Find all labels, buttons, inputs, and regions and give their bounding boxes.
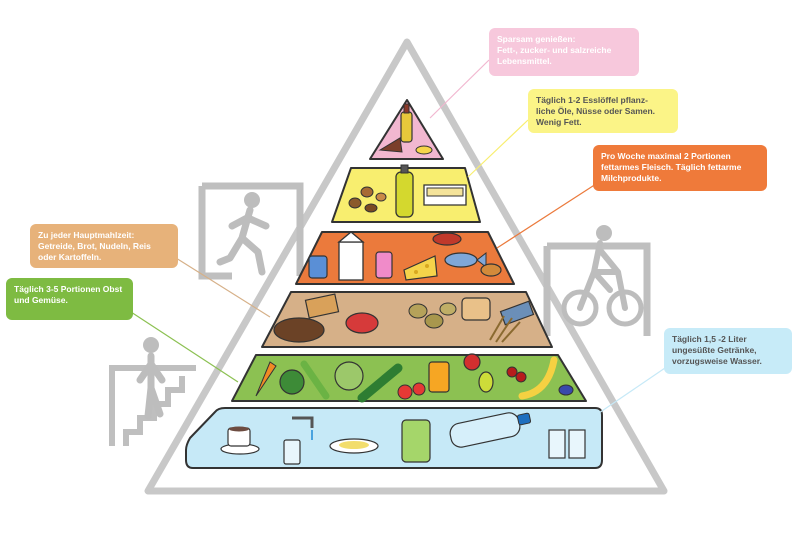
water-tap-icon xyxy=(283,416,314,465)
callout-fruit-veg-line: Täglich 3-5 Portionen Obst xyxy=(14,284,123,294)
drink-cup-icon xyxy=(375,251,393,279)
callout-drinks-line: ungesüßte Getränke, xyxy=(672,345,757,356)
callout-meat-dairy: Pro Woche maximal 2 Portionen fettarmes … xyxy=(593,145,767,191)
callout-oils-line: liche Öle, Nüsse oder Samen. xyxy=(536,106,656,117)
cake-slice-icon xyxy=(378,137,403,153)
callout-drinks-line: vorzugsweise Wasser. xyxy=(672,356,762,367)
cyclist-icon xyxy=(543,225,651,336)
callout-grains-line: Zu jeder Hauptmahlzeit: xyxy=(38,230,135,240)
candy-icon xyxy=(415,145,433,155)
apple-icon xyxy=(463,353,481,371)
tier-sweets xyxy=(369,99,444,160)
chicken-leg-icon xyxy=(480,263,502,277)
callout-sweets: Sparsam genießen: Fett-, zucker- und sal… xyxy=(489,28,639,76)
leek-icon xyxy=(300,360,330,400)
callout-drinks-line: Täglich 1,5 -2 Liter xyxy=(672,334,747,344)
callout-sweets-line: Fett-, zucker- und salzreiche xyxy=(497,45,612,56)
callout-grains-line: oder Kartoffeln. xyxy=(38,252,102,263)
running-person-icon xyxy=(198,182,304,280)
callout-connectors xyxy=(130,59,666,416)
callout-fruit-veg: Täglich 3-5 Portionen Obst und Gemüse. xyxy=(6,278,133,320)
cereal-bowl-icon xyxy=(345,312,379,334)
nuts-icon xyxy=(348,186,387,213)
carrot-icon xyxy=(255,361,277,397)
steak-icon xyxy=(432,232,462,246)
milk-carton-icon xyxy=(338,241,364,281)
yogurt-cup-icon xyxy=(308,255,328,279)
juice-glass-icon xyxy=(428,361,450,393)
callout-oils: Täglich 1-2 Esslöffel pflanz- liche Öle,… xyxy=(528,89,678,133)
water-glass-icon xyxy=(548,429,566,459)
callout-oils-line: Täglich 1-2 Esslöffel pflanz- xyxy=(536,95,648,105)
crispbread-icon xyxy=(304,293,340,319)
tier-drinks xyxy=(185,407,603,469)
fish-icon xyxy=(444,252,478,268)
toast-bread-icon xyxy=(461,297,491,321)
callout-meat-dairy-line: Milchprodukte. xyxy=(601,173,662,184)
callout-oils-line: Wenig Fett. xyxy=(536,117,582,128)
callout-grains-line: Getreide, Brot, Nudeln, Reis xyxy=(38,241,151,252)
tea-pitcher-icon xyxy=(401,419,431,463)
bread-loaf-icon xyxy=(273,317,325,343)
callout-grains: Zu jeder Hauptmahlzeit: Getreide, Brot, … xyxy=(30,224,178,268)
cheese-icon xyxy=(403,255,438,281)
pear-icon xyxy=(478,371,494,393)
tier-fruit-veg xyxy=(231,353,587,403)
callout-fruit-veg-line: und Gemüse. xyxy=(14,295,68,306)
oil-bottle-icon xyxy=(395,171,414,218)
cabbage-icon xyxy=(334,361,364,391)
callout-drinks: Täglich 1,5 -2 Liter ungesüßte Getränke,… xyxy=(664,328,792,374)
grain-ears-icon xyxy=(489,315,521,343)
callout-meat-dairy-line: Pro Woche maximal 2 Portionen xyxy=(601,151,731,161)
callout-sweets-line: Lebensmittel. xyxy=(497,56,552,67)
stair-climber-icon xyxy=(109,337,196,446)
banana-icon xyxy=(518,356,558,400)
cucumber-icon xyxy=(357,363,403,403)
tomato-icon xyxy=(397,384,413,400)
tier-meat-dairy xyxy=(295,231,515,285)
potatoes-icon xyxy=(408,302,457,329)
tier-oils xyxy=(331,164,481,223)
callout-meat-dairy-line: fettarmes Fleisch. Täglich fettarme xyxy=(601,162,742,173)
bottle-icon xyxy=(400,111,413,143)
coffee-cup-icon xyxy=(220,426,260,455)
callout-sweets-line: Sparsam genießen: xyxy=(497,34,576,44)
cherries-icon xyxy=(506,366,518,378)
plums-icon xyxy=(558,384,574,396)
broccoli-icon xyxy=(279,369,305,395)
tier-grains xyxy=(261,291,553,348)
